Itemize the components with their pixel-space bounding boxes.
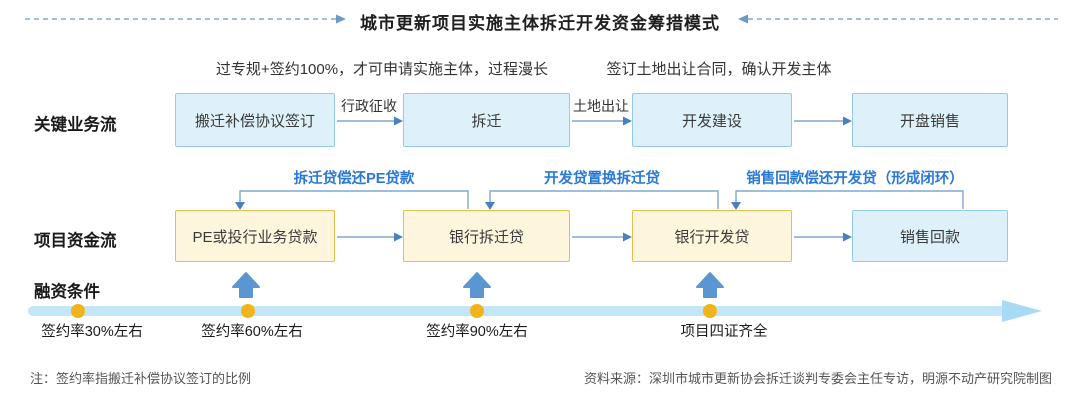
milestone-signing-90: 签约率90%左右 <box>426 324 528 340</box>
timeline-dot-3 <box>470 304 484 318</box>
footnote: 注：签约率指搬迁补偿协议签订的比例 <box>30 371 252 386</box>
business-box-relocation-agreement: 搬迁补偿协议签订 <box>175 93 335 147</box>
lane-label-funding: 项目资金流 <box>34 232 117 250</box>
milestone-four-certificates: 项目四证齐全 <box>680 324 768 340</box>
flow-arrow-business-1 <box>337 116 403 126</box>
source-credit: 资料来源：深圳市城市更新协会拆迁谈判专委会主任专访，明源不动产研究院制图 <box>583 371 1052 386</box>
timeline-dot-4 <box>703 304 717 318</box>
page-title: 城市更新项目实施主体拆迁开发资金筹措模式 <box>360 14 720 33</box>
up-arrow-icon-3 <box>696 272 724 298</box>
up-arrow-icon-1 <box>232 272 260 298</box>
feedback-bracket-1 <box>235 190 469 210</box>
arrow-label-land-grant: 土地出让 <box>573 98 629 114</box>
stage-annotation-right: 签订土地出让合同，确认开发主体 <box>606 61 832 78</box>
flow-arrow-funding-2 <box>572 232 632 242</box>
funding-box-development-loan: 银行开发贷 <box>632 210 792 262</box>
business-box-development: 开发建设 <box>632 93 792 147</box>
title-arrow-right-icon <box>738 14 1058 24</box>
milestone-signing-60: 签约率60%左右 <box>201 324 303 340</box>
timeline-axis <box>28 300 1042 322</box>
flow-arrow-funding-3 <box>794 232 852 242</box>
arrow-label-expropriation: 行政征收 <box>341 98 397 114</box>
milestone-signing-30: 签约率30%左右 <box>41 324 143 340</box>
business-box-sales-launch: 开盘销售 <box>852 93 1008 147</box>
feedback-label-devloan-swap: 开发贷置换拆迁贷 <box>544 171 660 187</box>
business-box-demolition: 拆迁 <box>403 93 570 147</box>
funding-box-pe-loan: PE或投行业务贷款 <box>175 210 335 262</box>
lane-label-business: 关键业务流 <box>34 116 117 134</box>
feedback-bracket-3 <box>731 190 964 210</box>
timeline-dot-1 <box>71 304 85 318</box>
funding-box-demolition-loan: 银行拆迁贷 <box>403 210 570 262</box>
lane-label-conditions: 融资条件 <box>34 283 100 301</box>
flow-arrow-business-2 <box>572 116 632 126</box>
timeline-dot-2 <box>241 304 255 318</box>
title-arrow-left-icon <box>25 14 346 24</box>
feedback-label-sales-repay: 销售回款偿还开发贷（形成闭环） <box>746 171 964 187</box>
flow-arrow-funding-1 <box>337 232 403 242</box>
feedback-bracket-2 <box>485 190 719 210</box>
up-arrow-icon-2 <box>463 272 491 298</box>
stage-annotation-left: 过专规+签约100%，才可申请实施主体，过程漫长 <box>215 61 549 78</box>
feedback-label-pe-repay: 拆迁贷偿还PE贷款 <box>293 171 415 187</box>
flow-arrow-business-3 <box>794 116 852 126</box>
funding-box-sales-proceeds: 销售回款 <box>852 210 1008 262</box>
